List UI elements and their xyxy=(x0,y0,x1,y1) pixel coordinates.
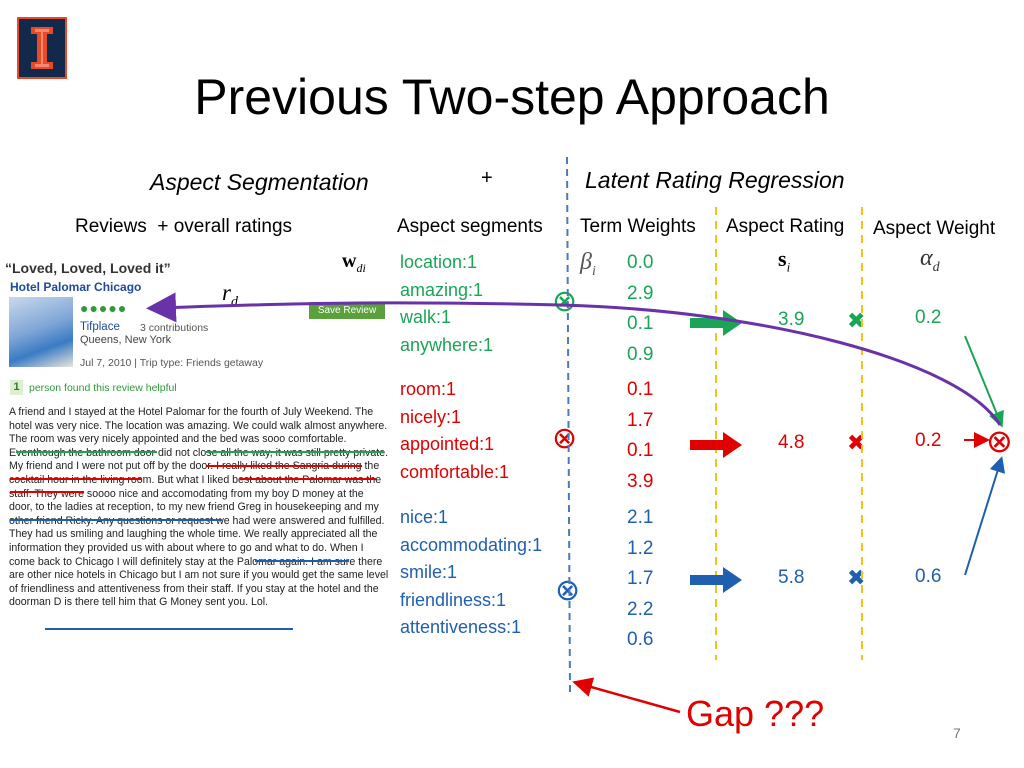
blue-block-arrow xyxy=(690,567,742,593)
aspect-weight-room: 0.2 xyxy=(915,430,942,451)
alpha-d-symbol: αd xyxy=(920,245,940,275)
aspect-rating-room: 4.8 xyxy=(778,432,805,453)
green-weight-arrow xyxy=(964,335,1004,428)
reviews-header: Reviews + overall ratings xyxy=(75,216,293,237)
review-date-line: Jul 7, 2010 | Trip type: Friends getaway xyxy=(80,357,264,369)
page-number: 7 xyxy=(953,725,961,741)
aspect-segments-header: Aspect segments xyxy=(397,216,543,237)
aspect-rating-service: 5.8 xyxy=(778,567,805,588)
r-d-symbol: rd xyxy=(222,280,238,310)
save-review-button[interactable]: Save Review xyxy=(309,302,385,319)
gap-label: Gap ??? xyxy=(686,693,825,734)
plus-sign: + xyxy=(481,167,493,189)
rating-stars: ●●●●● xyxy=(80,300,128,316)
red-block-arrow xyxy=(690,432,742,458)
review-underlines xyxy=(10,451,383,630)
contributions-count: 3 contributions xyxy=(140,322,209,334)
aspect-rating-header: Aspect Rating xyxy=(726,216,845,237)
helpful-count-badge: 1 xyxy=(10,380,23,395)
term-weights-header: Term Weights xyxy=(580,216,696,237)
beta-i-symbol: βi xyxy=(580,249,596,279)
otimes-location-icon: ⊗ xyxy=(552,285,578,318)
s-i-symbol: si xyxy=(778,246,791,275)
green-block-arrow xyxy=(690,310,742,336)
reviewer-avatar xyxy=(9,297,73,367)
reviewer-name-link[interactable]: Tifplace xyxy=(80,321,120,333)
aspect-weight-header: Aspect Weight xyxy=(873,218,996,239)
university-logo-icon xyxy=(17,17,67,79)
otimes-overall-icon: ⊗ xyxy=(986,423,1013,459)
otimes-service-icon: ⊗ xyxy=(555,574,581,607)
gap-arrow xyxy=(572,677,681,714)
otimes-room-icon: ⊗ xyxy=(552,422,578,455)
reviewer-location: Queens, New York xyxy=(80,334,172,346)
review-body: A friend and I stayed at the Hotel Palom… xyxy=(9,406,389,609)
purple-overall-rating-arrow xyxy=(146,292,1002,426)
blue-dashed-divider xyxy=(566,156,571,693)
slide-title: Previous Two-step Approach xyxy=(194,69,830,125)
aspect-rating-location: 3.9 xyxy=(778,309,805,330)
blue-weight-arrow xyxy=(964,456,1006,576)
w-di-symbol: wdi xyxy=(342,250,366,275)
aspect-weight-service: 0.6 xyxy=(915,566,942,587)
latent-rating-regression-header: Latent Rating Regression xyxy=(585,167,845,193)
aspect-weight-location: 0.2 xyxy=(915,307,942,328)
multiply-location-icon: ✖ xyxy=(847,308,866,333)
helpful-text: person found this review helpful xyxy=(29,382,177,394)
multiply-room-icon: ✖ xyxy=(847,430,866,455)
review-title: “Loved, Loved, Loved it” xyxy=(5,260,171,276)
multiply-service-icon: ✖ xyxy=(847,565,866,590)
aspect-segmentation-header: Aspect Segmentation xyxy=(150,169,369,195)
hotel-name-link[interactable]: Hotel Palomar Chicago xyxy=(10,280,142,294)
